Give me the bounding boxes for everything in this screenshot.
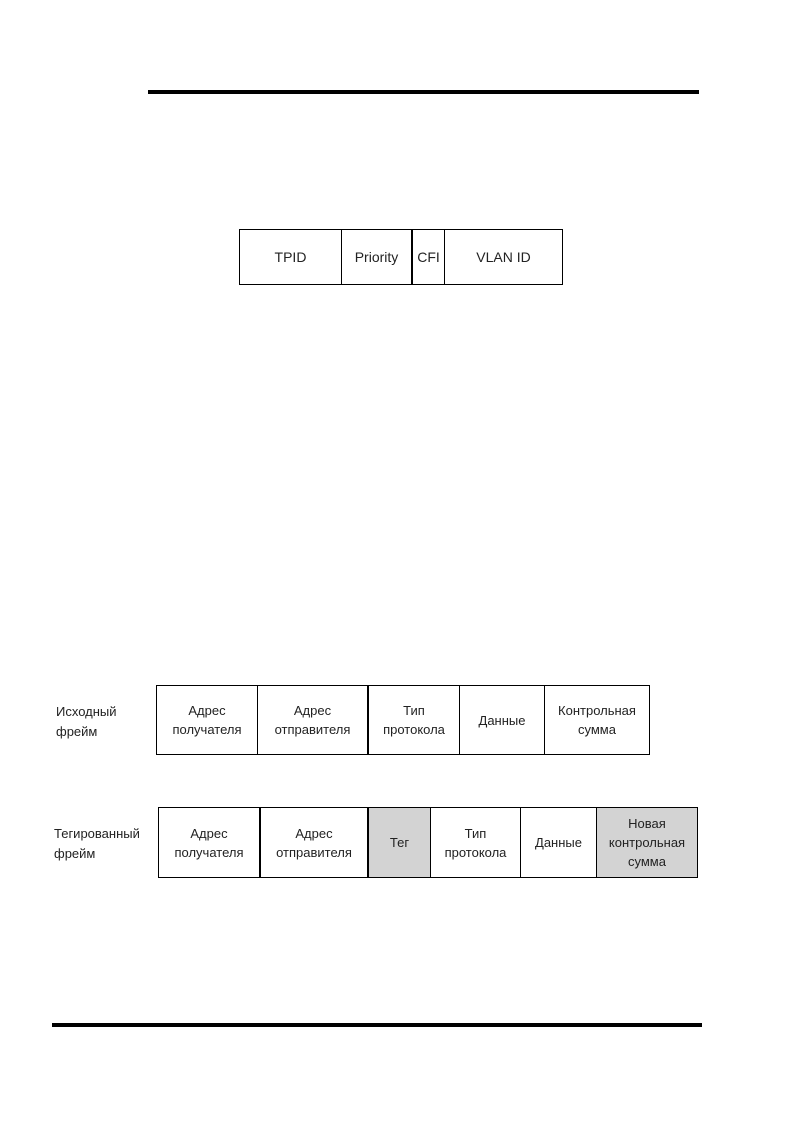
orig-field-source: Адрес отправителя [257, 686, 367, 754]
tag-field-vlan-id: VLAN ID [444, 230, 562, 284]
tag-field-priority: Priority [341, 230, 411, 284]
tag-field-tpid: TPID [274, 248, 307, 265]
tagged-field-destination: Адрес получателя [174, 825, 244, 860]
tag-field-cfi: CFI [411, 230, 444, 284]
orig-field-destination: Адрес получателя [172, 703, 242, 737]
tagged-frame-label: Тегированный фрейм [54, 826, 140, 861]
tagged-field-data: Данные [520, 808, 596, 877]
header-rule [148, 90, 699, 94]
vlan-tag-diagram: TPID Priority CFI VLAN ID [239, 229, 563, 285]
orig-field-data: Данные [459, 686, 544, 754]
orig-field-protocol-type: Тип протокола [367, 686, 459, 754]
orig-field-checksum: Контрольная сумма [544, 686, 649, 754]
tagged-frame-diagram: Адрес получателя Адрес отправителя Тег Т… [158, 807, 698, 878]
footer-rule [52, 1023, 702, 1027]
tagged-field-new-checksum: Новая контрольная сумма [596, 808, 697, 877]
tagged-field-tag: Тег [367, 808, 430, 877]
original-frame-label: Исходный фрейм [56, 704, 117, 739]
tagged-field-source: Адрес отправителя [259, 808, 367, 877]
tagged-field-protocol-type: Тип протокола [430, 808, 520, 877]
original-frame-diagram: Адрес получателя Адрес отправителя Тип п… [156, 685, 650, 755]
